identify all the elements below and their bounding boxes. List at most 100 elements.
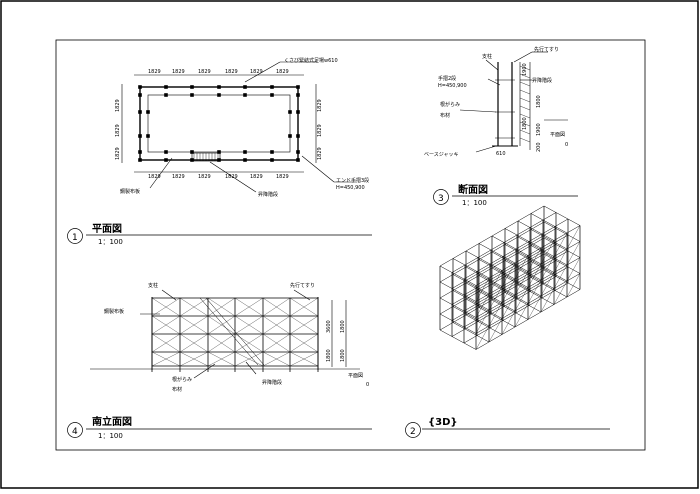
plan-post [190, 85, 194, 89]
iso-brace [501, 262, 516, 287]
plan-bottom-dim-6: 1829 [276, 174, 289, 180]
elevation-brace [262, 333, 291, 353]
elevation-brace [151, 315, 181, 335]
iso-transom [504, 292, 542, 313]
plan-left-dim-2: 1829 [115, 124, 121, 137]
elevation-label-board: 鋼製布板 [104, 308, 124, 315]
iso-transom [517, 252, 555, 273]
iso-brace [514, 303, 529, 328]
plan-post [217, 150, 221, 154]
iso-brace [475, 309, 490, 334]
iso-brace [553, 248, 568, 273]
iso-transom [504, 244, 542, 265]
section-label-base: ベースジャッキ [424, 152, 459, 158]
iso-brace [527, 295, 542, 320]
elevation-brace [262, 297, 291, 317]
iso-transom [517, 220, 555, 241]
iso-transom [452, 274, 490, 295]
elevation-brace [179, 333, 209, 353]
elevation-dim-2: 1800 [340, 320, 346, 333]
plan-right-dim-2: 1829 [317, 124, 323, 137]
plan-top-dim-4: 1829 [225, 69, 238, 75]
iso-transom [530, 245, 568, 266]
plan-post [217, 158, 221, 162]
iso-brace [540, 288, 555, 313]
section-dim-1: 1900 [522, 63, 528, 76]
iso-transom [543, 253, 581, 274]
elevation-brace [262, 351, 291, 367]
plan-post [164, 150, 168, 154]
iso-brace [540, 240, 555, 265]
elevation-label-stairs: 昇降階段 [262, 379, 282, 386]
elevation-brace [289, 315, 319, 335]
section-label-brace: 根がらみ [440, 101, 460, 108]
iso-brace [553, 264, 568, 289]
stair-step [519, 129, 531, 135]
plan-label-end-rail-height: H=450,900 [336, 185, 365, 191]
plan-post [138, 110, 142, 114]
plan-post [190, 93, 194, 97]
iso-transom [491, 267, 529, 288]
iso-transom [504, 276, 542, 297]
elevation-brace [289, 351, 319, 367]
plan-post [138, 93, 142, 97]
elevation-scale: 1：100 [98, 432, 123, 440]
plan-label-bracket: くさび緊結式足場w610 [284, 57, 338, 64]
iso-transom [439, 281, 477, 302]
iso-transom [491, 251, 529, 272]
iso-brace [475, 325, 490, 350]
iso-transom [478, 243, 516, 264]
elevation-brace [151, 297, 181, 317]
iso-brace [488, 302, 503, 327]
iso-transom [439, 297, 477, 318]
stair-step [519, 81, 531, 87]
iso-brace [527, 279, 542, 304]
section-label-guardrail: 先行てすり [534, 46, 559, 53]
section-label-handrail: 手摺2段 [438, 75, 456, 82]
section-label-handrail-height: H=450,900 [438, 83, 467, 89]
section-dim-4: 1900 [536, 123, 542, 136]
plan-bottom-dim-5: 1829 [250, 174, 263, 180]
section-view [459, 51, 568, 153]
iso-brace [527, 247, 542, 272]
iso-transom [543, 221, 581, 242]
plan-post [270, 158, 274, 162]
iso-transom [530, 277, 568, 298]
elevation-label-brace: 根がらみ [172, 376, 192, 383]
section-label-width: 610 [496, 151, 506, 157]
iso-brace [475, 277, 490, 302]
elevation-dim-3: 1800 [326, 349, 332, 362]
elevation-label-post: 支柱 [148, 282, 158, 289]
iso-brace [488, 286, 503, 311]
plan-post [296, 158, 300, 162]
plan-post [164, 85, 168, 89]
elevation-title: 南立面図 [92, 415, 132, 428]
elevation-level-value: 0 [366, 382, 369, 388]
plan-bottom-dim-4: 1829 [225, 174, 238, 180]
iso-transom [543, 269, 581, 290]
plan-right-dim-1: 1829 [317, 99, 323, 112]
section-title: 断面図 [458, 183, 488, 196]
iso-transom [465, 250, 503, 271]
plan-label-stairs: 昇降階段 [258, 191, 278, 198]
plan-post [288, 110, 292, 114]
plan-post [296, 85, 300, 89]
stair-step [519, 105, 531, 111]
elevation-brace [179, 351, 209, 367]
elevation-brace [179, 315, 209, 335]
iso-transom [517, 268, 555, 289]
plan-top-dim-6: 1829 [276, 69, 289, 75]
elevation-brace [207, 297, 236, 317]
plan-top-dim-2: 1829 [172, 69, 185, 75]
iso-transom [465, 314, 503, 335]
iso-transom [504, 228, 542, 249]
iso-brace [501, 310, 516, 335]
plan-post [288, 134, 292, 138]
plan-bottom-dim-2: 1829 [172, 174, 185, 180]
plan-post [164, 158, 168, 162]
section-dim-2: 1800 [536, 95, 542, 108]
iso-brace [540, 272, 555, 297]
plan-post [164, 93, 168, 97]
iso-brace [566, 273, 581, 298]
stair-step [519, 113, 531, 119]
